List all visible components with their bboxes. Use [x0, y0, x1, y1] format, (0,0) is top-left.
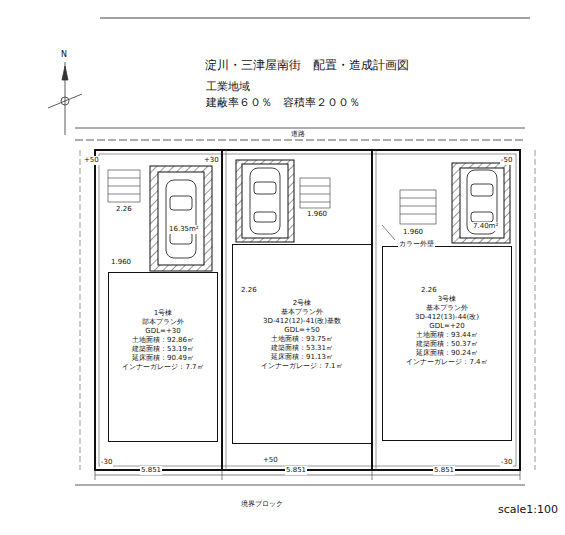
building-info: 延床面積：90.24㎡	[383, 349, 511, 358]
plan-annotation: +30	[203, 156, 220, 165]
building-info: 基本プラン外	[383, 304, 511, 313]
building-info: 1号棟	[109, 309, 217, 318]
plan-annotation: 16.35m²	[168, 225, 200, 234]
plan-annotation: 7.40m²	[472, 222, 499, 231]
building-text-group: 3号棟基本プラン外3D-412(13)-44(改)GDL=+20土地面積：93.…	[383, 295, 511, 367]
plan-annotation: 道路	[290, 130, 306, 139]
plan-annotation: 工業地域	[205, 80, 251, 93]
building-info: GDL=+50	[233, 326, 371, 335]
building-info: 建築面積：50.37㎡	[383, 340, 511, 349]
building-info: 土地面積：93.44㎡	[383, 331, 511, 340]
building-info: 建築面積：53.31㎡	[233, 344, 371, 353]
plan-annotation: 5.851	[285, 466, 307, 475]
building-info: 2号棟	[233, 299, 371, 308]
plan-annotation: N	[60, 50, 68, 60]
plan-title: 淀川・三津屋南街 配置・造成計画図	[205, 57, 409, 74]
building-footprint: 1号棟部本プラン外GDL=+30土地面積：92.86㎡建築面積：53.19㎡延床…	[108, 272, 218, 442]
building-text-group: 1号棟部本プラン外GDL=+30土地面積：92.86㎡建築面積：53.19㎡延床…	[109, 309, 217, 372]
plan-annotation: 1.960	[402, 228, 424, 237]
building-info: GDL=+20	[383, 322, 511, 331]
plan-annotation: 2.26	[240, 286, 258, 295]
plan-annotation: カラー外壁	[398, 240, 435, 249]
plan-annotation: 5.851	[433, 466, 455, 475]
plan-annotation: +50	[262, 456, 279, 465]
building-footprint: 3号棟基本プラン外3D-412(13)-44(改)GDL=+20土地面積：93.…	[382, 246, 512, 441]
plan-annotation: 1.960	[110, 258, 132, 267]
building-info: 3号棟	[383, 295, 511, 304]
building-info: 延床面積：90.49㎡	[109, 354, 217, 363]
building-info: 建築面積：53.19㎡	[109, 345, 217, 354]
building-info: 基本プラン外	[233, 308, 371, 317]
building-info: 土地面積：92.86㎡	[109, 336, 217, 345]
plan-annotation: 1.960	[306, 210, 328, 219]
plan-annotation: -30	[500, 458, 513, 467]
plan-annotation: 建蔽率６０％ 容積率２００％	[205, 96, 361, 109]
building-text-group: 2号棟基本プラン外3D-412(12)-41(改)基数GDL=+50土地面積：9…	[233, 299, 371, 371]
plan-annotation: +50	[83, 156, 100, 165]
plan-annotation: 2.26	[420, 286, 438, 295]
building-info: インナーガレージ：7.1㎡	[233, 362, 371, 371]
building-info: 3D-412(12)-41(改)基数	[233, 317, 371, 326]
building-info: GDL=+30	[109, 327, 217, 336]
plan-annotation: 境界ブロック	[240, 500, 284, 509]
building-info: 部本プラン外	[109, 318, 217, 327]
plan-annotation: -50	[500, 156, 513, 165]
building-footprint: 2号棟基本プラン外3D-412(12)-41(改)基数GDL=+50土地面積：9…	[232, 244, 372, 444]
building-info: インナーガレージ：7.4㎡	[383, 358, 511, 367]
plan-annotation: -30	[100, 458, 113, 467]
building-info: 3D-412(13)-44(改)	[383, 313, 511, 322]
building-info: 土地面積：93.75㎡	[233, 335, 371, 344]
plan-annotation: 5.851	[140, 466, 162, 475]
plan-annotation: 2.26	[115, 205, 133, 214]
plan-annotation: scale1:100	[497, 503, 559, 516]
building-info: 延床面積：91.13㎡	[233, 353, 371, 362]
building-info: インナーガレージ：7.7㎡	[109, 363, 217, 372]
